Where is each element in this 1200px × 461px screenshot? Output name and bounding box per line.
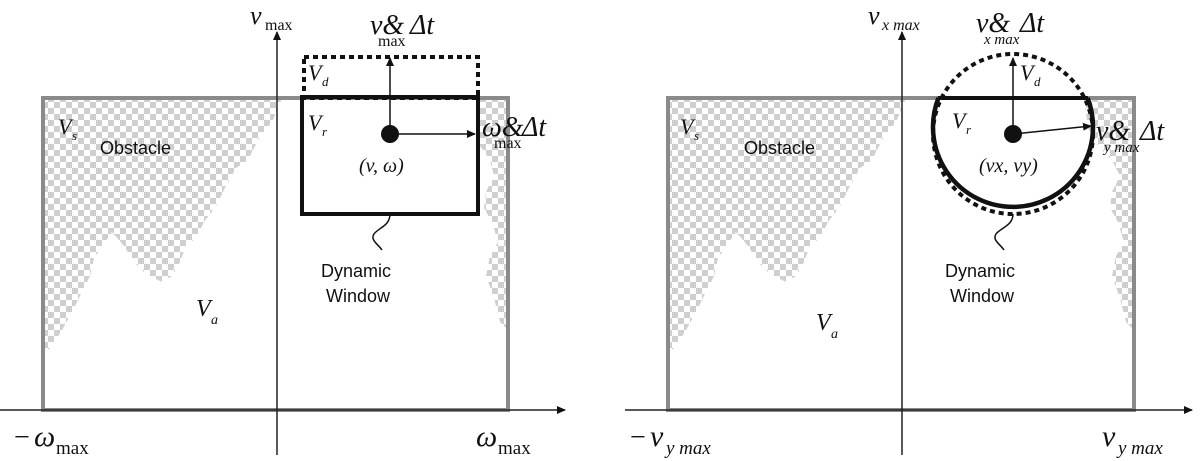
current-velocity-dot: [1004, 125, 1022, 143]
y-axis-label-sub: max: [265, 17, 293, 34]
region-vd-var: V: [1020, 60, 1036, 85]
left-panel: v max − ω max ω max V s Obstacle V a V d…: [0, 1, 566, 459]
obstacle-label: Obstacle: [744, 138, 815, 158]
region-vs-var: V: [58, 114, 74, 139]
up-arrow-label-var: v&: [976, 8, 1010, 39]
up-arrow-label-suffix: Δt: [1019, 8, 1045, 39]
obstacle-region-left: [44, 98, 282, 354]
obstacle-region-right: [1084, 98, 1134, 330]
obstacle-region-right: [476, 98, 508, 330]
right-arrow-label-var: ω&: [482, 112, 524, 143]
region-vr-var: V: [952, 108, 968, 133]
region-va-sub: a: [211, 313, 218, 328]
x-max-label-var: ω: [476, 420, 497, 453]
window-label-line1: Dynamic: [321, 261, 391, 281]
dynamic-window-dashed: [302, 55, 480, 100]
dynamic-window-circle-solid: [930, 97, 1096, 210]
window-label-line1: Dynamic: [945, 261, 1015, 281]
right-arrow-label-suffix: Δt: [521, 112, 547, 143]
region-va-var: V: [816, 310, 833, 336]
window-label-line2: Window: [950, 286, 1015, 306]
window-leader-line: [994, 213, 1014, 251]
up-arrow-label-var: v&: [370, 10, 404, 41]
y-axis-label-sub: x max: [881, 17, 920, 34]
current-velocity-dot: [381, 125, 399, 143]
up-arrow-label-suffix: Δt: [409, 10, 435, 41]
region-va-var: V: [196, 296, 213, 322]
region-vd-sub: d: [1034, 74, 1041, 89]
y-axis-label-var: v: [250, 1, 262, 30]
up-arrow-label-sub: max: [378, 33, 406, 50]
x-min-label-prefix: −: [14, 422, 30, 453]
center-label: (v, ω): [359, 155, 404, 177]
region-vs-sub: s: [72, 128, 77, 143]
x-min-label-sub: max: [56, 438, 89, 459]
region-vs-var: V: [680, 114, 696, 139]
window-label-line2: Window: [326, 286, 391, 306]
y-axis-label-var: v: [868, 1, 880, 30]
right-arrow: [1012, 122, 1092, 135]
right-arrow-label-sub: max: [494, 135, 522, 152]
x-max-label-sub: y max: [1116, 438, 1163, 459]
up-arrow-label-sub: x max: [983, 32, 1020, 48]
region-vr-sub: r: [322, 124, 328, 139]
x-min-label-prefix: −: [630, 422, 646, 453]
region-vd-var: V: [308, 60, 324, 85]
center-label: (vx, vy): [979, 155, 1038, 177]
right-arrow-label-var: v&: [1096, 116, 1130, 147]
region-vr-sub: r: [966, 122, 972, 137]
window-leader-line: [372, 213, 391, 251]
x-max-label-var: v: [1102, 420, 1116, 453]
right-panel: v x max − v y max v y max V s Obstacle V…: [625, 1, 1193, 459]
x-max-label-sub: max: [498, 438, 531, 459]
region-vr-var: V: [308, 110, 324, 135]
right-arrow-label-sub: y max: [1102, 140, 1140, 156]
x-min-label-var: ω: [34, 420, 55, 453]
region-vd-sub: d: [322, 74, 329, 89]
region-va-sub: a: [831, 327, 838, 342]
obstacle-region-left: [668, 98, 906, 354]
x-min-label-sub: y max: [664, 438, 711, 459]
x-min-label-var: v: [650, 420, 664, 453]
region-vs-sub: s: [694, 128, 699, 143]
right-arrow-label-suffix: Δt: [1139, 116, 1165, 147]
obstacle-label: Obstacle: [100, 138, 171, 158]
